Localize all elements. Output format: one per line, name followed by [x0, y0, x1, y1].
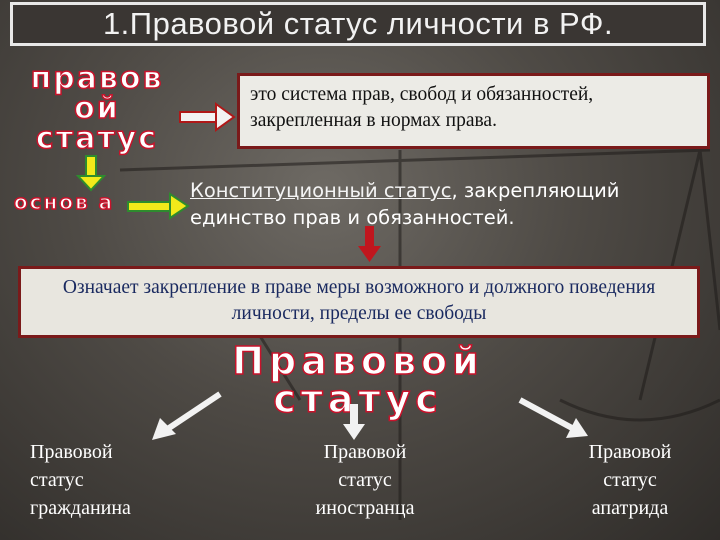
definition-box: это система прав, свобод и обязанностей,…	[237, 73, 710, 149]
status-stateless-line1: Правовой	[588, 441, 672, 463]
page-title: 1.Правовой статус личности в РФ.	[102, 6, 614, 41]
status-stateless-line2: статус	[603, 469, 657, 491]
constitutional-status-text: Конституционный статус, закрепляющий еди…	[190, 177, 720, 232]
status-stateless: Правовой статус апатрида	[560, 438, 700, 522]
definition-text: это система прав, свобод и обязанностей,…	[250, 84, 594, 132]
status-citizen: Правовой статус гражданина	[30, 438, 131, 522]
meaning-text: Означает закрепление в праве меры возмож…	[62, 277, 656, 325]
arrow-down-right-icon	[518, 397, 588, 438]
wordart-big-pravovoy-status: Правовой статус	[231, 339, 484, 421]
arrow-down-yellow-icon	[75, 155, 107, 192]
wordart-osnova: основ а	[13, 190, 115, 214]
title-bar: 1.Правовой статус личности в РФ.	[10, 2, 706, 46]
arrow-right-red-icon	[179, 102, 236, 132]
meaning-box: Означает закрепление в праве меры возмож…	[18, 266, 700, 338]
status-citizen-line1: Правовой	[30, 441, 113, 463]
status-foreigner: Правовой статус иностранца	[290, 438, 440, 522]
constitutional-status-rest: , закрепляющий единство прав и обязаннос…	[190, 179, 620, 230]
arrow-down-icon	[343, 404, 365, 440]
arrow-right-yellow-icon	[127, 192, 190, 220]
arrow-down-left-icon	[152, 391, 222, 440]
status-stateless-line3: апатрида	[591, 497, 669, 519]
status-foreigner-line2: статус	[338, 469, 392, 491]
status-foreigner-line1: Правовой	[323, 441, 407, 463]
status-citizen-line3: гражданина	[30, 497, 131, 519]
wordart-pravovoy-status: правов ой статус	[30, 61, 164, 156]
status-foreigner-line3: иностранца	[315, 497, 415, 519]
constitutional-status-link[interactable]: Конституционный статус	[190, 179, 452, 202]
status-citizen-line2: статус	[30, 469, 84, 491]
arrow-down-red-icon	[358, 226, 381, 262]
